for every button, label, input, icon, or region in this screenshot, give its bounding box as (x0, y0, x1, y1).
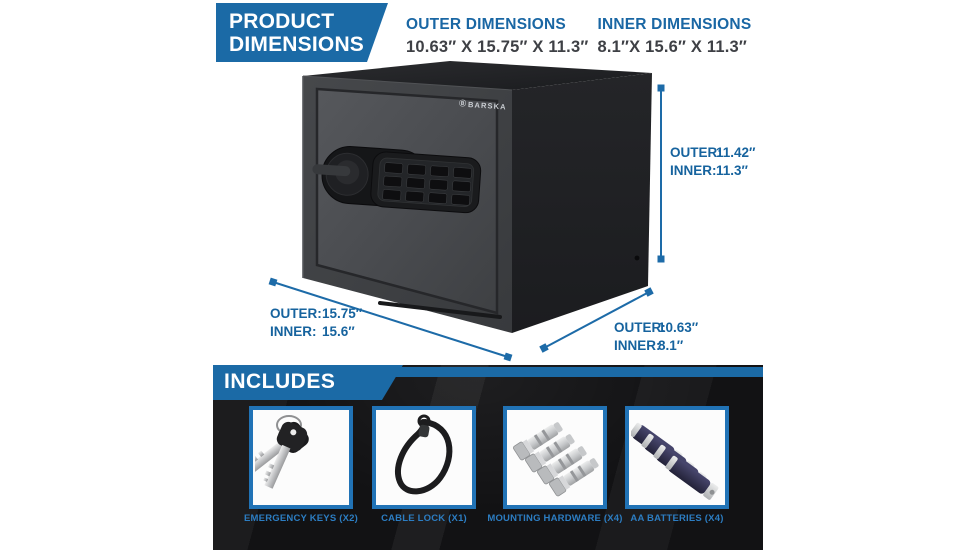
depth-inner-label: INNER: (614, 338, 661, 353)
door-vent-slot (378, 301, 502, 319)
width-dimension-label: OUTER: 15.75″ INNER: 15.6″ (270, 307, 362, 339)
item-label: MOUNTING HARDWARE (X4) (487, 513, 623, 524)
item-image-frame (249, 406, 353, 509)
item-image-frame (625, 406, 729, 509)
inner-dimensions-value: 8.1″X 15.6″ X 11.3″ (597, 38, 747, 56)
lock-knob (325, 152, 369, 196)
item-label: CABLE LOCK (X1) (381, 513, 467, 524)
included-item-cable-lock: CABLE LOCK (X1) (372, 406, 476, 524)
brand-logo-icon: Ⓑ (458, 100, 467, 108)
safe-top-face (303, 61, 652, 90)
inner-dimensions-summary: INNER DIMENSIONS 8.1″X 15.6″ X 11.3″ (597, 16, 751, 57)
inner-dimensions-label: INNER DIMENSIONS (597, 16, 752, 33)
includes-top-bar (213, 367, 763, 377)
included-item-aa-batteries: AA BATTERIES (X4) (625, 406, 729, 524)
safe-side-face (512, 73, 652, 333)
outer-dimensions-summary: OUTER DIMENSIONS 10.63″ X 15.75″ X 11.3″ (406, 16, 588, 57)
page-title-line2: DIMENSIONS (229, 33, 365, 56)
includes-title: INCLUDES (213, 365, 403, 400)
keypad (312, 146, 482, 214)
height-inner-value: 11.3″ (716, 163, 748, 178)
safe-door (315, 87, 499, 315)
side-bolt-hole (634, 255, 640, 261)
width-inner-label: INNER: (270, 324, 317, 339)
brand-logo-text: BARSKA (467, 99, 507, 111)
cable-lock-icon (395, 414, 453, 495)
width-inner-value: 15.6″ (322, 324, 355, 339)
depth-outer-label: OUTER: (614, 320, 666, 335)
width-outer-value: 15.75″ (322, 306, 363, 321)
page-title-line1: PRODUCT (229, 10, 335, 33)
outer-dimensions-label: OUTER DIMENSIONS (406, 16, 566, 33)
keypad-buttons (382, 162, 473, 206)
mounting-hardware-icon (512, 418, 601, 498)
keys-icon (255, 415, 309, 489)
item-label: EMERGENCY KEYS (X2) (244, 513, 358, 524)
height-dimension-label: OUTER: 11.42″ INNER: 11.3″ (670, 146, 756, 178)
included-item-mounting-hardware: MOUNTING HARDWARE (X4) (487, 406, 622, 524)
height-outer-label: OUTER: (670, 145, 722, 160)
height-outer-value: 11.42″ (716, 145, 756, 160)
battery-icon (631, 421, 720, 501)
item-image-frame (372, 406, 476, 509)
depth-outer-value: 10.63″ (658, 320, 699, 335)
item-image-frame (503, 406, 607, 509)
dimensions-summary: OUTER DIMENSIONS 10.63″ X 15.75″ X 11.3″… (406, 16, 751, 57)
outer-dimensions-value: 10.63″ X 15.75″ X 11.3″ (406, 38, 589, 56)
brand-logo: Ⓑ BARSKA (459, 99, 507, 112)
page-title: PRODUCT DIMENSIONS (216, 3, 388, 62)
height-inner-label: INNER: (670, 163, 717, 178)
includes-panel: INCLUDES (213, 365, 763, 550)
depth-inner-value: 8.1″ (658, 338, 684, 353)
included-item-emergency-keys: EMERGENCY KEYS (X2) (244, 406, 358, 524)
safe-front-face (303, 76, 512, 333)
knob-lever (312, 164, 351, 177)
width-outer-label: OUTER: (270, 306, 322, 321)
depth-dimension-label: OUTER: 10.63″ INNER: 8.1″ (614, 321, 698, 353)
item-label: AA BATTERIES (X4) (630, 513, 724, 524)
